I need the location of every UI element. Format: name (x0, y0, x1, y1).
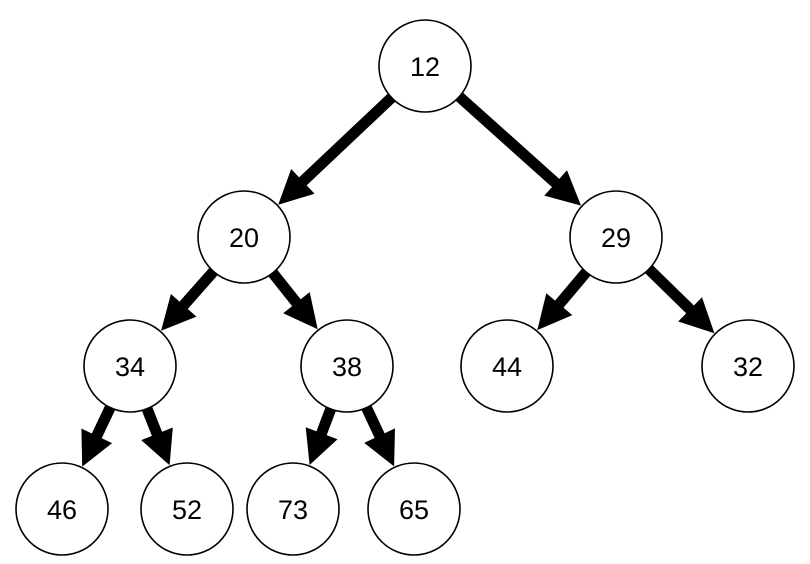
node-circle (197, 190, 291, 284)
nodes-layer: 12 20 29 34 38 44 32 46 52 73 65 (15, 19, 795, 556)
edge-line (315, 407, 336, 438)
tree-node-38: 38 (300, 319, 394, 413)
node-circle (378, 19, 472, 113)
edge-20-to-34 (161, 267, 218, 331)
edge-line (268, 269, 303, 308)
node-label: 73 (278, 495, 308, 525)
edges-layer (81, 92, 715, 467)
arrowhead (537, 293, 573, 331)
node-label: 12 (410, 52, 440, 82)
node-circle (300, 319, 394, 413)
arrowhead (544, 170, 581, 206)
edge-38-to-73 (305, 407, 338, 465)
tree-node-34: 34 (83, 319, 177, 413)
node-label: 46 (47, 495, 77, 525)
edge-line (645, 265, 696, 315)
edge-line (141, 406, 163, 438)
edge-line (455, 92, 561, 189)
arrowhead (678, 297, 715, 334)
node-label: 34 (115, 352, 145, 382)
tree-node-73: 73 (246, 462, 340, 556)
arrowhead (81, 428, 113, 467)
tree-node-12: 12 (378, 19, 472, 113)
edge-line (178, 267, 218, 311)
node-label: 44 (492, 352, 522, 382)
node-label: 20 (229, 223, 259, 253)
edge-29-to-44 (537, 268, 591, 331)
tree-node-52: 52 (140, 462, 234, 556)
arrowhead (283, 292, 318, 330)
tree-node-20: 20 (197, 190, 291, 284)
arrowhead (141, 427, 173, 466)
node-label: 32 (733, 352, 763, 382)
edge-20-to-38 (268, 269, 318, 330)
node-circle (246, 462, 340, 556)
edge-line (553, 268, 591, 310)
tree-node-44: 44 (460, 319, 554, 413)
node-circle (367, 462, 461, 556)
edge-12-to-20 (278, 93, 396, 205)
arrowhead (364, 428, 395, 467)
edge-38-to-65 (361, 405, 395, 467)
tree-node-32: 32 (701, 319, 795, 413)
tree-node-46: 46 (15, 462, 109, 556)
edge-12-to-29 (455, 92, 581, 206)
arrowhead (305, 427, 338, 465)
node-circle (83, 319, 177, 413)
arrowhead (161, 294, 197, 331)
node-circle (701, 319, 795, 413)
node-circle (569, 190, 663, 284)
edge-34-to-46 (81, 405, 116, 467)
node-label: 65 (399, 495, 429, 525)
node-circle (15, 462, 109, 556)
node-circle (460, 319, 554, 413)
tree-node-29: 29 (569, 190, 663, 284)
node-circle (140, 462, 234, 556)
edge-line (297, 93, 396, 187)
tree-node-65: 65 (367, 462, 461, 556)
edge-line (90, 405, 116, 441)
arrowhead (278, 169, 315, 205)
node-label: 38 (332, 352, 362, 382)
node-label: 52 (172, 495, 202, 525)
edge-line (361, 405, 386, 440)
edge-29-to-32 (645, 265, 715, 334)
edge-34-to-52 (141, 406, 173, 466)
node-label: 29 (601, 223, 631, 253)
